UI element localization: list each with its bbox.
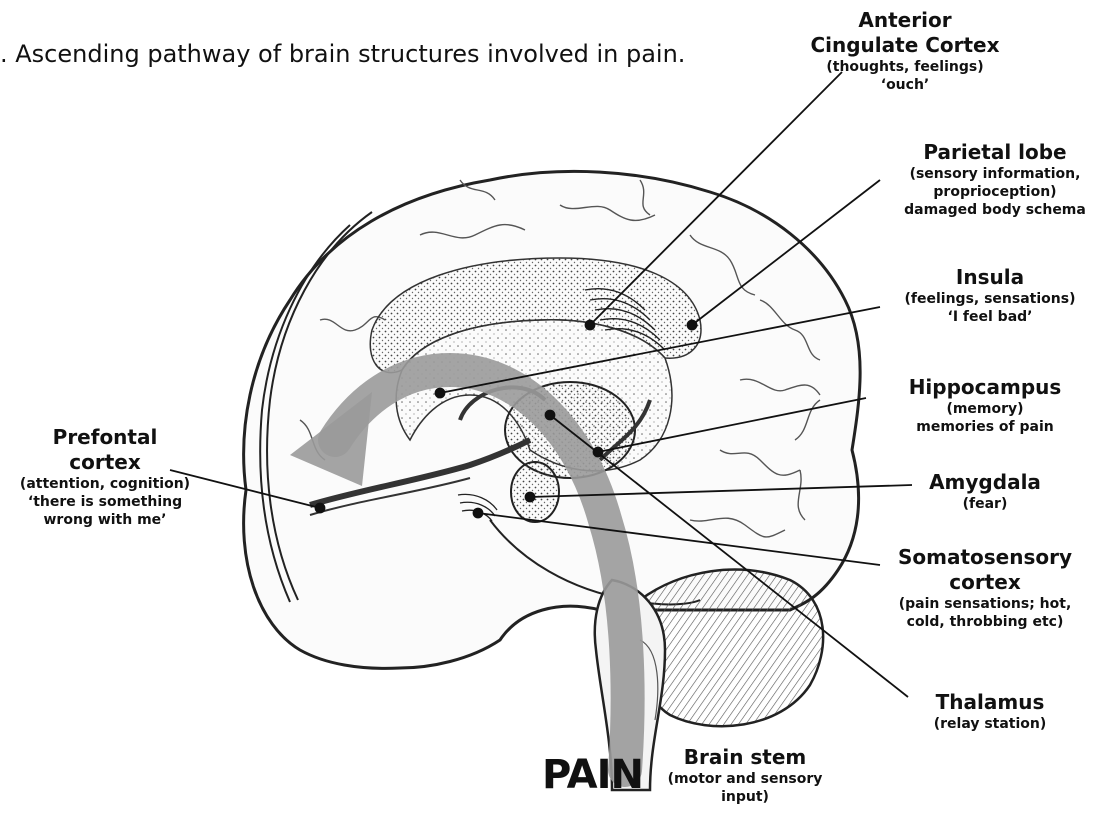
label-prefrontal-desc-1: (attention, cognition)	[0, 475, 210, 493]
dot-insula	[436, 389, 445, 398]
leader-hippocampus	[598, 398, 866, 452]
label-acc-name-1: Anterior	[810, 8, 1000, 33]
leader-thalamus	[550, 415, 908, 697]
dot-amygdala	[526, 493, 535, 502]
label-thalamus: Thalamus (relay station)	[905, 690, 1075, 733]
leader-somatosensory	[478, 513, 880, 565]
leader-parietal	[692, 180, 880, 325]
label-somatosensory-name-2: cortex	[875, 570, 1095, 595]
dot-parietal	[688, 321, 697, 330]
label-amygdala-desc-1: (fear)	[910, 495, 1060, 513]
label-prefrontal-name-1: Prefontal	[0, 425, 210, 450]
label-prefrontal-name-2: cortex	[0, 450, 210, 475]
dot-thalamus	[546, 411, 555, 420]
label-acc: Anterior Cingulate Cortex (thoughts, fee…	[810, 8, 1000, 94]
label-acc-name-2: Cingulate Cortex	[810, 33, 1000, 58]
label-brainstem: Brain stem (motor and sensory input)	[660, 745, 830, 806]
label-parietal: Parietal lobe (sensory information, prop…	[890, 140, 1100, 220]
label-hippocampus-name: Hippocampus	[870, 375, 1100, 400]
label-insula-desc-1: (feelings, sensations)	[890, 290, 1090, 308]
label-insula-name: Insula	[890, 265, 1090, 290]
label-acc-desc-2: ‘ouch’	[810, 76, 1000, 94]
label-brainstem-name: Brain stem	[660, 745, 830, 770]
label-amygdala-name: Amygdala	[910, 470, 1060, 495]
label-brainstem-desc-1: (motor and sensory	[660, 770, 830, 788]
label-parietal-desc-1: (sensory information,	[890, 165, 1100, 183]
label-amygdala: Amygdala (fear)	[910, 470, 1060, 513]
leader-amygdala	[530, 485, 912, 497]
label-insula: Insula (feelings, sensations) ‘I feel ba…	[890, 265, 1090, 326]
label-brainstem-desc-2: input)	[660, 788, 830, 806]
label-thalamus-desc-1: (relay station)	[905, 715, 1075, 733]
label-parietal-desc-2: proprioception)	[890, 183, 1100, 201]
dot-acc	[586, 321, 595, 330]
dot-prefrontal	[316, 504, 325, 513]
label-somatosensory: Somatosensory cortex (pain sensations; h…	[875, 545, 1095, 631]
label-hippocampus-desc-1: (memory)	[870, 400, 1100, 418]
leader-insula	[440, 307, 880, 393]
label-parietal-desc-3: damaged body schema	[890, 201, 1100, 219]
dot-somatosensory	[474, 509, 483, 518]
label-prefrontal-desc-3: wrong with me’	[0, 511, 210, 529]
label-prefrontal: Prefontal cortex (attention, cognition) …	[0, 425, 210, 530]
label-thalamus-name: Thalamus	[905, 690, 1075, 715]
label-somatosensory-desc-2: cold, throbbing etc)	[875, 613, 1095, 631]
label-insula-desc-2: ‘I feel bad’	[890, 308, 1090, 326]
label-hippocampus-desc-2: memories of pain	[870, 418, 1100, 436]
pain-label: PAIN	[542, 752, 643, 798]
label-somatosensory-name-1: Somatosensory	[875, 545, 1095, 570]
label-acc-desc-1: (thoughts, feelings)	[810, 58, 1000, 76]
leader-acc	[590, 72, 842, 325]
figure-caption: . Ascending pathway of brain structures …	[0, 40, 685, 68]
label-somatosensory-desc-1: (pain sensations; hot,	[875, 595, 1095, 613]
label-hippocampus: Hippocampus (memory) memories of pain	[870, 375, 1100, 436]
label-prefrontal-desc-2: ‘there is something	[0, 493, 210, 511]
label-parietal-name: Parietal lobe	[890, 140, 1100, 165]
